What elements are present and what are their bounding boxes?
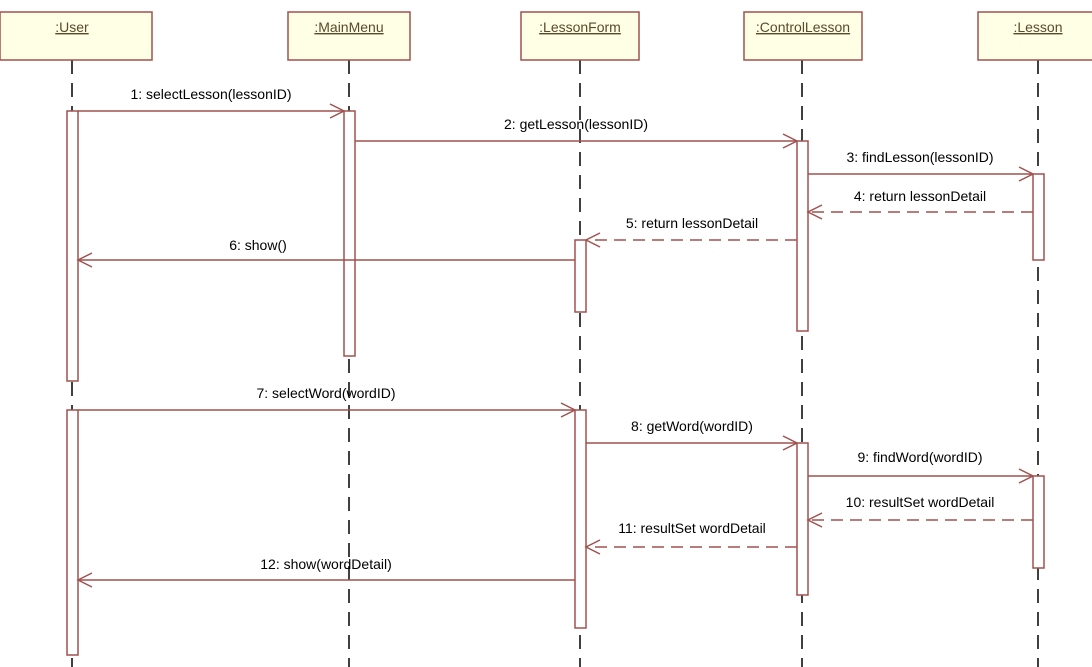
message-2-arrowhead — [782, 133, 799, 149]
message-8-arrowhead — [782, 435, 799, 451]
message-11-label: 11: resultSet wordDetail — [618, 520, 766, 536]
message-7-label: 7: selectWord(wordID) — [256, 385, 395, 401]
object-controllesson: :ControlLesson — [743, 11, 863, 61]
message-2-label: 2: getLesson(lessonID) — [504, 116, 648, 132]
object-lesson: :Lesson — [977, 11, 1092, 61]
object-mainmenu: :MainMenu — [287, 11, 411, 61]
object-label-mainmenu: :MainMenu — [314, 19, 383, 35]
object-lessonform: :LessonForm — [520, 11, 640, 61]
activation-user-2 — [66, 409, 79, 656]
message-10-label: 10: resultSet wordDetail — [846, 494, 995, 510]
activation-user-1 — [66, 110, 79, 382]
message-6-label: 6: show() — [229, 237, 287, 253]
activation-lessonform-2 — [574, 409, 587, 629]
activation-controllesson-1 — [796, 140, 809, 332]
activation-lesson-2 — [1032, 475, 1045, 569]
message-10-arrowhead — [806, 512, 823, 528]
activation-lesson-1 — [1032, 173, 1045, 261]
message-9-label: 9: findWord(wordID) — [857, 449, 982, 465]
message-9-arrowhead — [1018, 468, 1035, 484]
message-6-arrowhead — [76, 252, 93, 268]
message-4-label: 4: return lessonDetail — [854, 188, 986, 204]
message-8-label: 8: getWord(wordID) — [631, 418, 753, 434]
object-label-user: :User — [55, 19, 89, 35]
message-4-arrowhead — [806, 204, 823, 220]
message-1-label: 1: selectLesson(lessonID) — [130, 86, 291, 102]
activation-lessonform-1 — [574, 239, 587, 313]
object-label-lessonform: :LessonForm — [539, 19, 621, 35]
object-user: :User — [0, 11, 153, 61]
message-12-arrowhead — [76, 572, 93, 588]
message-5-label: 5: return lessonDetail — [626, 215, 758, 231]
activation-controllesson-2 — [796, 442, 809, 596]
activation-mainmenu — [343, 110, 356, 357]
message-11-arrowhead — [584, 539, 601, 555]
object-label-lesson: :Lesson — [1013, 19, 1062, 35]
message-5-arrowhead — [584, 232, 601, 248]
message-3-arrowhead — [1018, 166, 1035, 182]
message-3-label: 3: findLesson(lessonID) — [846, 149, 993, 165]
message-7-arrowhead — [560, 402, 577, 418]
object-label-controllesson: :ControlLesson — [756, 19, 850, 35]
message-1-arrowhead — [329, 103, 346, 119]
message-12-label: 12: show(wordDetail) — [260, 556, 392, 572]
